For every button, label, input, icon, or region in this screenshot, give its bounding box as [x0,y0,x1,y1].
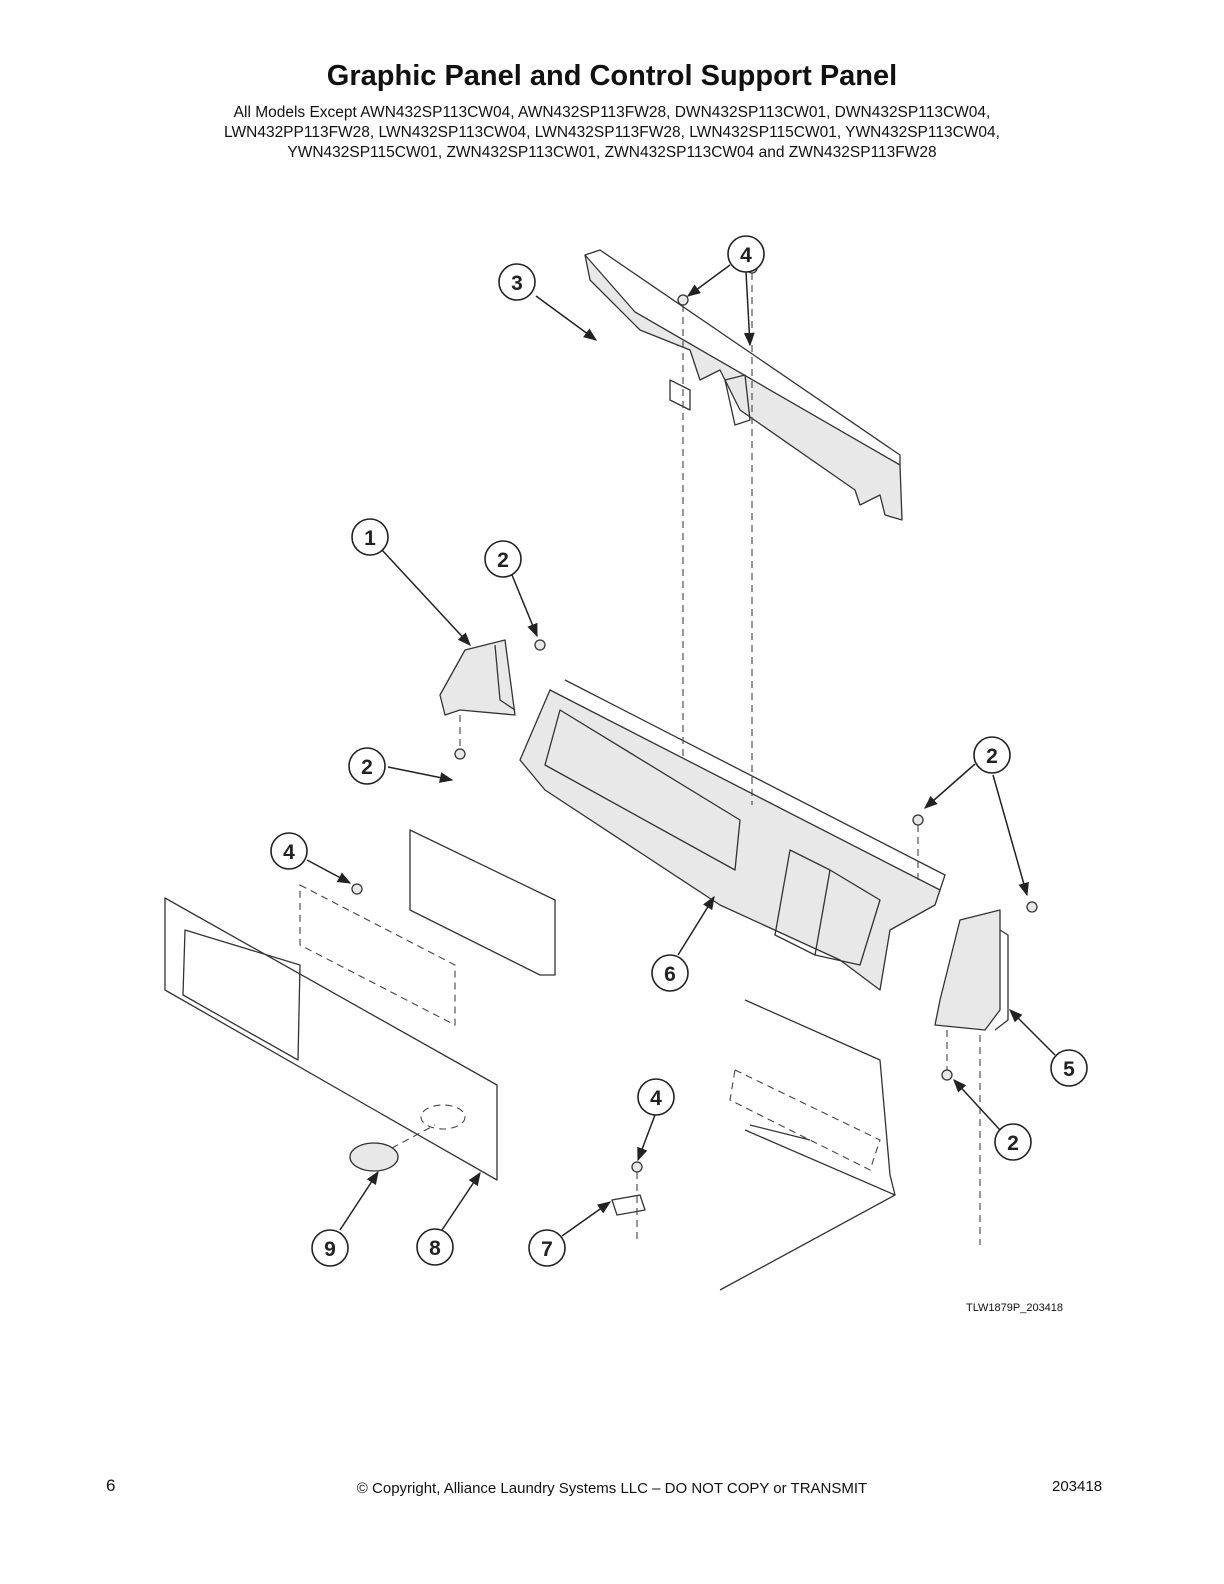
callout-5: 5 [1050,1049,1088,1087]
svg-text:8: 8 [429,1237,441,1260]
top-cover-part [584,249,903,521]
svg-text:2: 2 [497,549,509,572]
cabinet-frame [611,999,896,1291]
callout-1: 1 [351,518,389,556]
alignment-lines [391,273,981,1245]
callout-2: 2 [994,1123,1032,1161]
callout-2: 2 [973,736,1011,774]
callout-3: 3 [498,263,536,301]
document-number: 203418 [1052,1478,1103,1495]
svg-text:7: 7 [541,1238,553,1261]
page-title: Graphic Panel and Control Support Panel [326,60,898,92]
screw-icons [351,262,1038,1173]
callout-4: 4 [637,1078,675,1116]
right-end-cap-part [934,909,1009,1031]
callout-4: 4 [727,235,765,273]
subtitle-line-3: YWN432SP115CW01, ZWN432SP113CW01, ZWN432… [287,144,937,161]
leader-arrows [306,264,1056,1237]
svg-text:5: 5 [1063,1058,1075,1081]
svg-text:2: 2 [361,756,373,779]
callout-9: 9 [311,1229,349,1267]
svg-text:4: 4 [283,841,295,864]
callout-2: 2 [348,747,386,785]
svg-text:9: 9 [324,1238,336,1261]
subtitle-line-1: All Models Except AWN432SP113CW04, AWN43… [233,104,991,121]
svg-text:3: 3 [511,272,523,295]
callout-4: 4 [270,832,308,870]
electronic-control-board [299,829,556,1026]
svg-text:4: 4 [740,244,752,267]
callout-7: 7 [528,1229,566,1267]
control-support-panel-part [519,679,946,991]
svg-text:2: 2 [1007,1132,1019,1155]
svg-text:4: 4 [650,1087,662,1110]
svg-text:6: 6 [664,963,676,986]
copyright-notice: © Copyright, Alliance Laundry Systems LL… [356,1480,868,1497]
page-number: 6 [106,1476,116,1495]
knob-cover-part [349,1142,399,1172]
left-end-cap-part [439,639,516,716]
model-exclusion-list: All Models Except AWN432SP113CW04, AWN43… [0,103,1224,163]
subtitle-line-2: LWN432PP113FW28, LWN432SP113CW04, LWN432… [224,124,1000,141]
svg-text:2: 2 [986,745,998,768]
graphic-overlay-part [164,897,498,1181]
drawing-id: TLW1879P_203418 [966,1302,1064,1314]
svg-text:1: 1 [364,527,376,550]
callout-8: 8 [416,1228,454,1266]
callout-2: 2 [484,540,522,578]
callout-6: 6 [651,954,689,992]
